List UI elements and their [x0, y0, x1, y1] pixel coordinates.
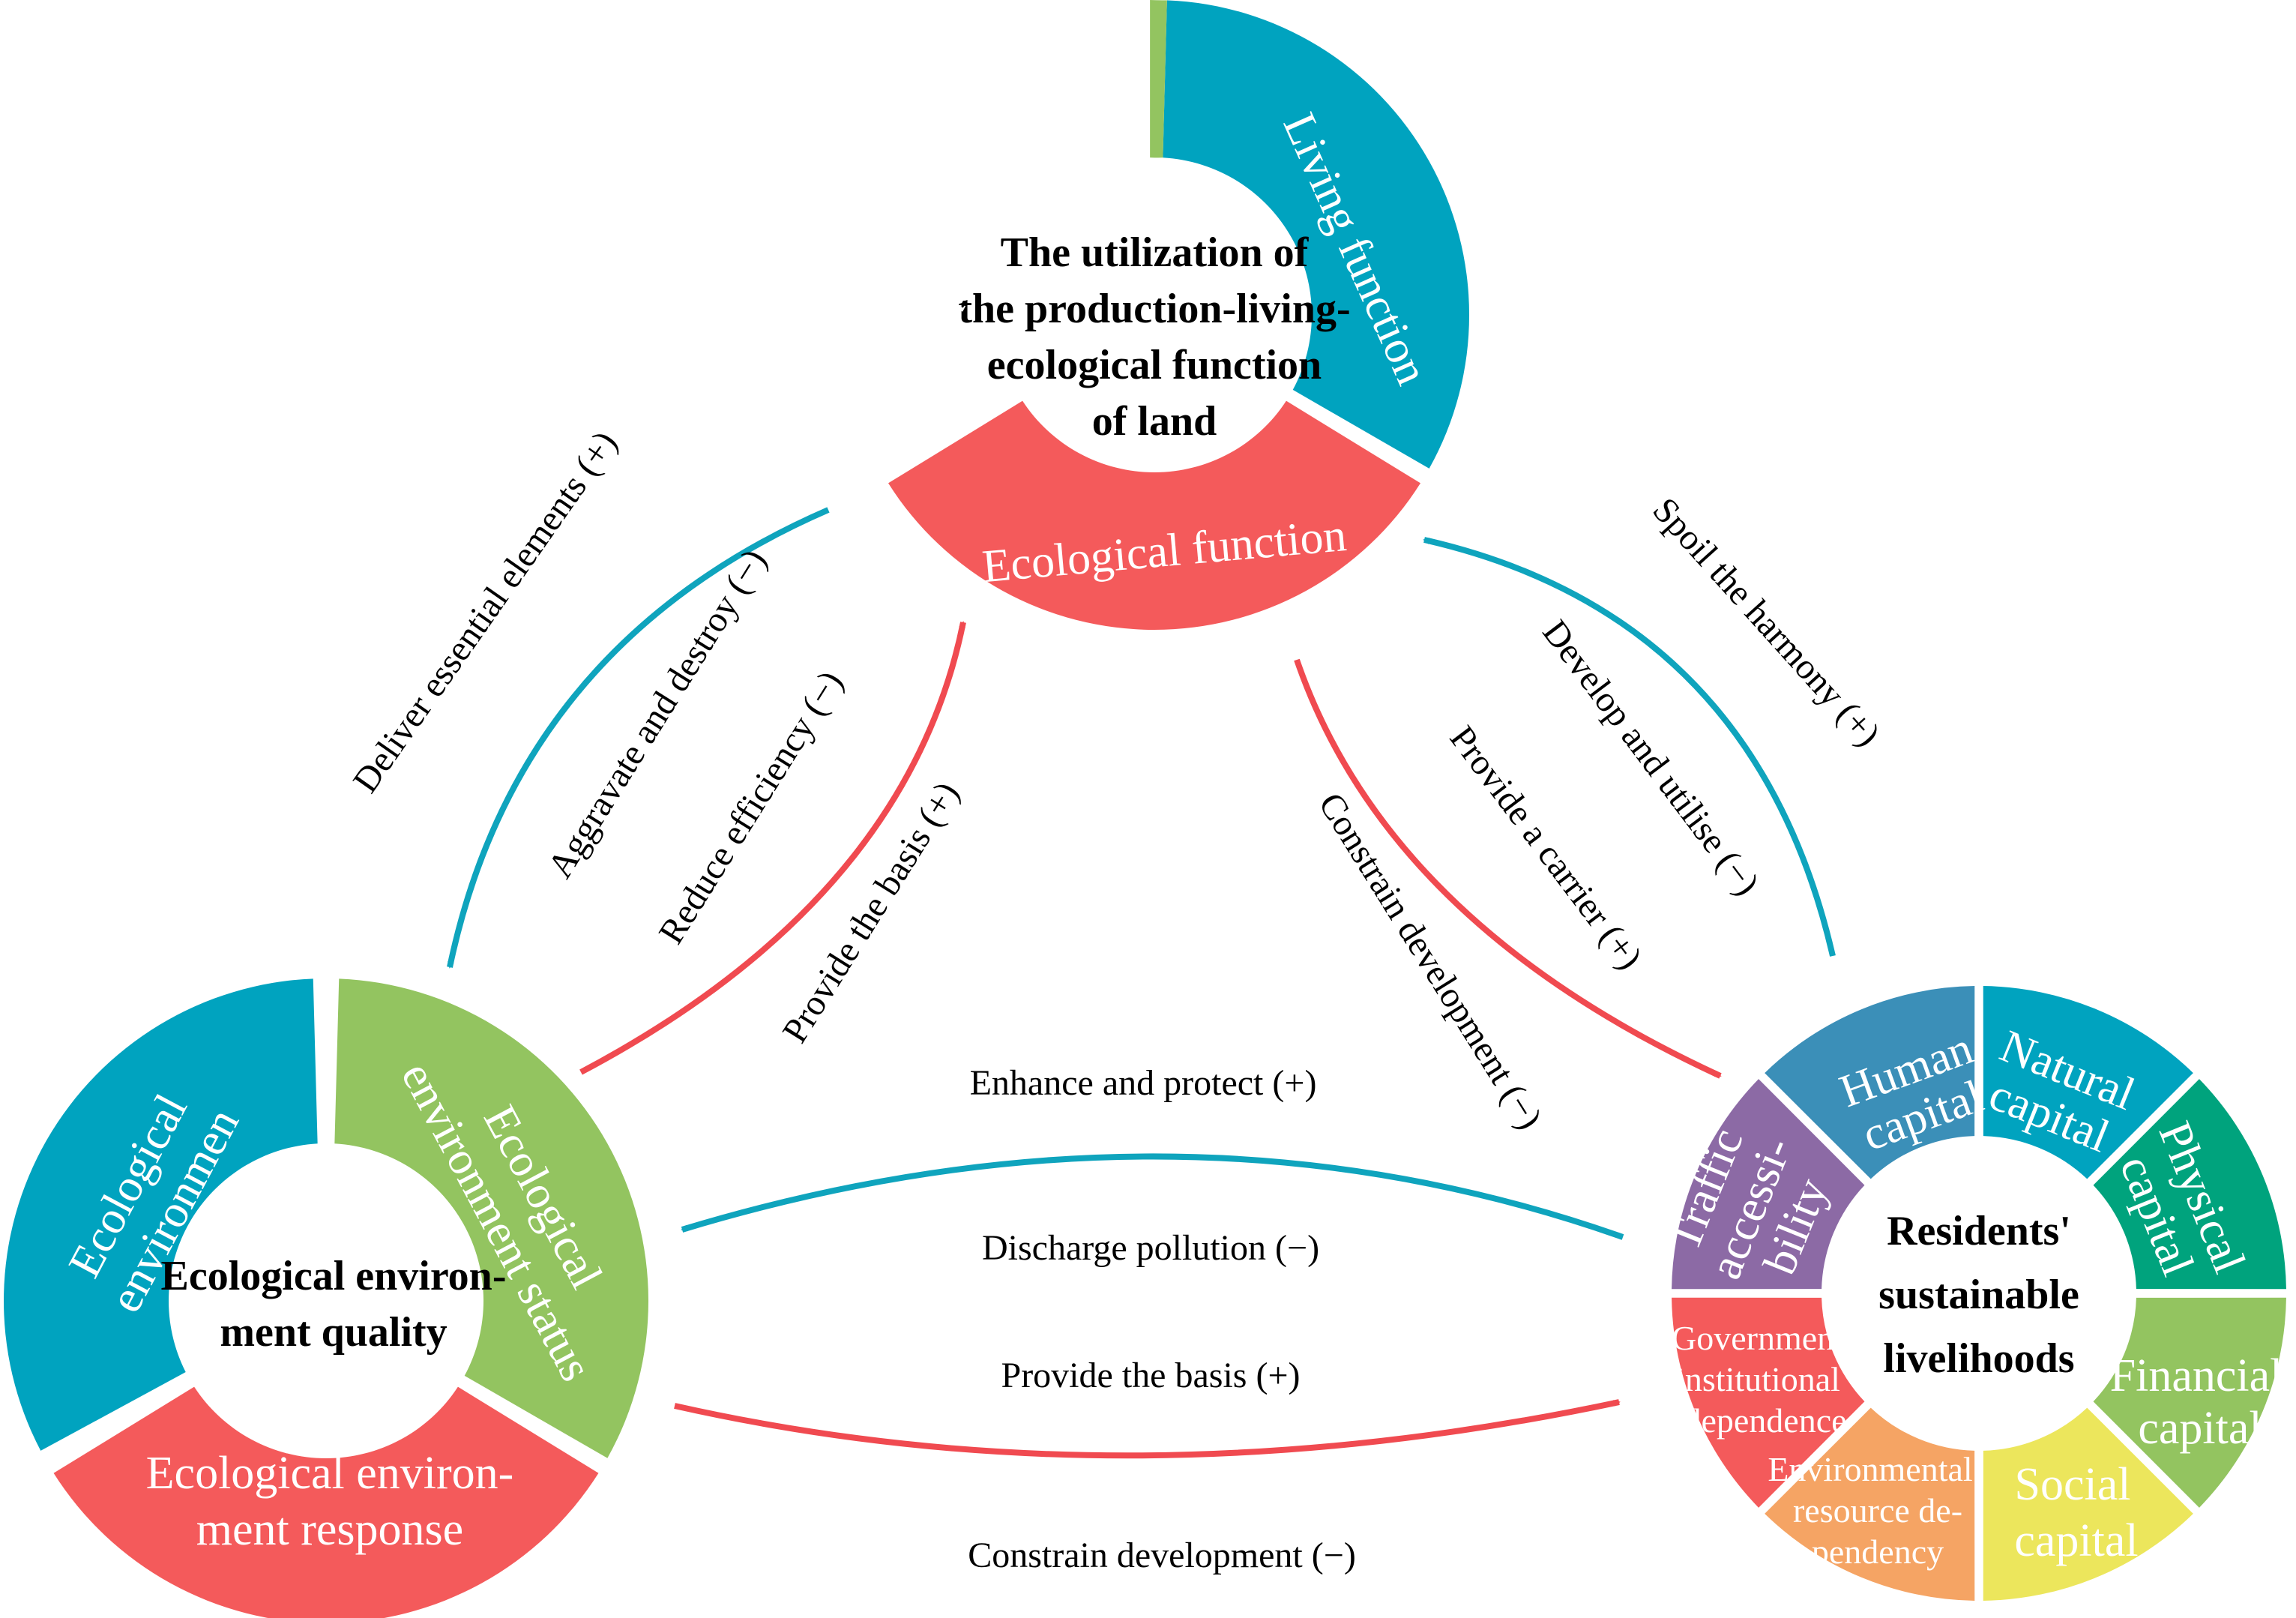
land-center-line-2: the production-living-	[958, 286, 1350, 332]
production-function-segment	[1163, 0, 1470, 469]
human-capital-segment	[1765, 986, 1975, 1179]
svg-text:ment response: ment response	[196, 1504, 463, 1555]
livelihood-center-line-1: Residents'	[1887, 1208, 2071, 1254]
arrow-land-to-livelihood	[1294, 658, 1722, 1079]
government-institutional-dependence-label: Government institutional dependence	[1672, 1319, 1847, 1440]
ecological-environment-ring: Ecological environ- ment quality Ecologi…	[4, 978, 648, 1618]
svg-text:Environmental: Environmental	[1768, 1450, 1972, 1488]
svg-text:Government: Government	[1672, 1319, 1844, 1357]
environmental-resource-dependency-label: Environmental resource de- pendency	[1768, 1450, 1972, 1571]
social-capital-segment	[1983, 1407, 2193, 1601]
government-institutional-dependence-segment	[1672, 1297, 1865, 1508]
svg-text:capital: capital	[2138, 1403, 2262, 1454]
label-constrain-development-right: Constrain development (−)	[1311, 786, 1550, 1136]
svg-text:capital: capital	[2014, 1515, 2138, 1566]
ecological-environment-response-label: Ecological environ- ment response	[146, 1448, 514, 1555]
svg-text:Social: Social	[2015, 1459, 2131, 1510]
land-function-ring: The utilization of the production-living…	[878, 0, 1470, 630]
ecological-environment-status-segment	[334, 978, 648, 1458]
livelihood-center-line-2: sustainable	[1878, 1272, 2079, 1318]
eco-center-line-1: Ecological environ-	[161, 1253, 507, 1299]
arrow-livelihood-to-eco	[681, 1153, 1624, 1240]
svg-text:Ecological environ-: Ecological environ-	[146, 1448, 514, 1499]
svg-text:pendency: pendency	[1812, 1533, 1944, 1571]
physical-capital-segment	[2093, 1079, 2286, 1290]
label-spoil-the-harmony: Spoil the harmony (+)	[1645, 490, 1887, 754]
label-constrain-development-bottom: Constrain development (−)	[968, 1536, 1356, 1575]
livelihood-center-line-3: livelihoods	[1883, 1335, 2074, 1382]
arrow-eco-to-livelihood	[674, 1399, 1621, 1459]
ecological-environment-segment	[4, 978, 318, 1451]
svg-text:institutional: institutional	[1675, 1360, 1840, 1398]
svg-text:Financial: Financial	[2110, 1350, 2283, 1401]
land-center-line-4: of land	[1092, 398, 1217, 445]
svg-text:dependence: dependence	[1684, 1401, 1846, 1440]
eco-center-line-2: ment quality	[220, 1309, 447, 1356]
arrow-land-to-eco	[447, 507, 830, 969]
living-function-segment	[1150, 0, 1167, 158]
environmental-resource-dependency-segment	[1765, 1407, 1975, 1601]
ecological-function-segment	[888, 400, 1421, 630]
label-provide-a-carrier: Provide a carrier (+)	[1442, 719, 1651, 977]
label-enhance-and-protect: Enhance and protect (+)	[970, 1063, 1317, 1103]
financial-capital-label: Financial capital	[2110, 1350, 2283, 1454]
relation-arrows	[447, 507, 1836, 1459]
label-discharge-pollution: Discharge pollution (−)	[982, 1228, 1319, 1268]
svg-text:resource de-: resource de-	[1793, 1491, 1962, 1530]
livelihood-ring: Residents' sustainable livelihoods Human…	[1658, 986, 2286, 1601]
eco-center-label: Ecological environ- ment quality	[161, 1253, 507, 1356]
traffic-accessibility-segment	[1672, 1079, 1865, 1290]
land-center-label: The utilization of the production-living…	[958, 229, 1350, 445]
label-deliver-essential-elements: Deliver essential elements (+)	[346, 424, 625, 799]
livelihood-center-label: Residents' sustainable livelihoods	[1878, 1208, 2079, 1382]
arrow-eco-to-land	[579, 621, 966, 1075]
land-center-line-1: The utilization of	[1001, 229, 1310, 276]
arrow-livelihood-to-land	[1423, 537, 1836, 957]
natural-capital-segment	[1983, 986, 2193, 1179]
label-provide-the-basis-bottom: Provide the basis (+)	[1001, 1356, 1301, 1395]
land-center-line-3: ecological function	[987, 342, 1322, 388]
social-capital-label: Social capital	[2014, 1459, 2138, 1566]
financial-capital-segment	[2093, 1297, 2286, 1508]
ecological-environment-response-segment	[53, 1386, 599, 1618]
